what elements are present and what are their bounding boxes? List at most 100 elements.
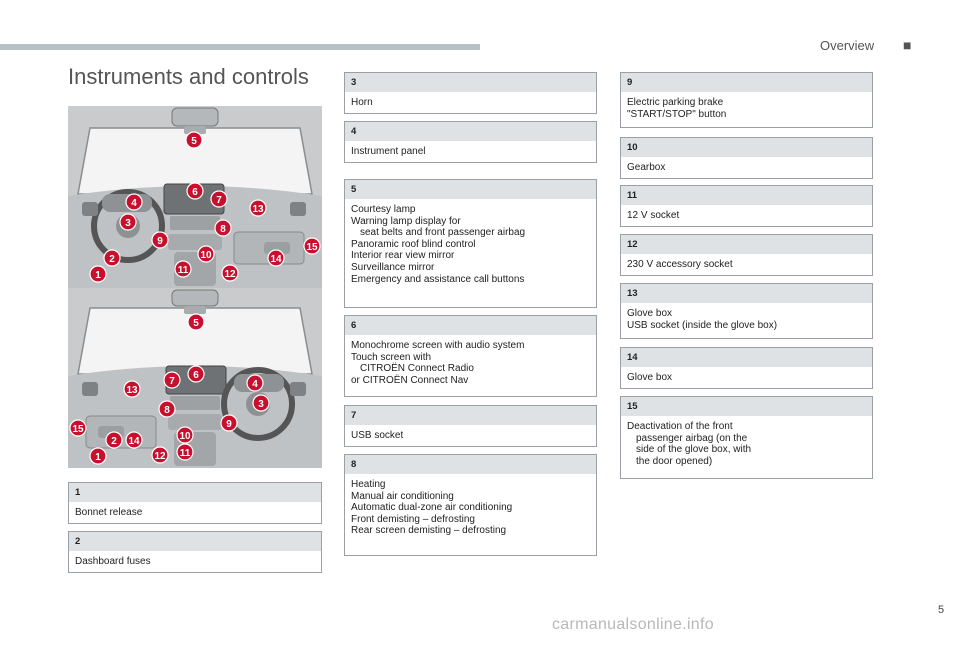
callout-badge: 1 — [89, 447, 107, 465]
callout-text: Warning lamp display for — [351, 215, 461, 227]
svg-text:14: 14 — [128, 436, 140, 447]
callout-box-4: 4 Instrument panel — [344, 121, 597, 163]
callout-text: Manual air conditioning — [351, 490, 454, 502]
callout-box-6: 6 Monochrome screen with audio system To… — [344, 315, 597, 397]
callout-badge: 12 — [221, 264, 239, 282]
callout-text: side of the glove box, with — [636, 444, 752, 456]
dashboard-illustration-lhd: 5 6 7 13 4 3 8 9 10 15 2 14 1 11 12 — [68, 106, 322, 288]
svg-text:4: 4 — [131, 198, 137, 209]
callout-number: 15 — [621, 397, 872, 416]
svg-text:9: 9 — [226, 419, 232, 430]
callout-number: 10 — [621, 138, 872, 157]
callout-text: Electric parking brake — [627, 97, 724, 108]
callout-badge: 15 — [69, 419, 87, 437]
callout-badge: 7 — [210, 190, 228, 208]
callout-box-9: 9 Electric parking brake "START/STOP" bu… — [620, 72, 873, 128]
callout-text: 12 V socket — [627, 210, 680, 221]
callout-text: Surveillance mirror — [351, 261, 435, 273]
callout-badge: 3 — [252, 394, 270, 412]
callout-text: USB socket (inside the glove box) — [627, 319, 778, 331]
callout-box-5: 5 Courtesy lamp Warning lamp display for… — [344, 179, 597, 308]
callout-text: Rear screen demisting – defrosting — [351, 525, 507, 537]
callout-badge: 2 — [103, 249, 121, 267]
svg-text:5: 5 — [191, 136, 197, 147]
callout-badge: 9 — [151, 231, 169, 249]
svg-text:12: 12 — [154, 451, 166, 462]
callout-text: Monochrome screen with audio system — [351, 340, 525, 351]
callout-text: or CITROËN Connect Nav — [351, 374, 469, 386]
callout-number: 14 — [621, 348, 872, 367]
callout-badge: 12 — [151, 446, 169, 464]
callout-box-12: 12 230 V accessory socket — [620, 234, 873, 276]
callout-text: Panoramic roof blind control — [351, 238, 476, 250]
callout-text: Bonnet release — [75, 507, 143, 518]
callout-number: 3 — [345, 73, 596, 92]
callout-badge: 13 — [123, 380, 141, 398]
callout-badge: 5 — [185, 131, 203, 149]
svg-text:14: 14 — [270, 254, 282, 265]
svg-text:7: 7 — [216, 195, 222, 206]
page-title: Instruments and controls — [68, 64, 309, 89]
callout-badge: 8 — [214, 219, 232, 237]
callout-text: passenger airbag (on the — [636, 432, 748, 444]
callout-badge: 15 — [303, 237, 321, 255]
callout-text: Automatic dual-zone air conditioning — [351, 502, 513, 514]
svg-text:3: 3 — [258, 399, 264, 410]
callout-text: Heating — [351, 479, 386, 490]
dashboard-illustration-rhd: 5 6 7 13 4 3 8 9 15 2 14 10 1 12 11 — [68, 288, 322, 468]
svg-text:6: 6 — [192, 187, 198, 198]
callout-text: Front demisting – defrosting — [351, 513, 475, 525]
svg-text:11: 11 — [178, 265, 189, 276]
callout-box-7: 7 USB socket — [344, 405, 597, 447]
callout-number: 7 — [345, 406, 596, 425]
svg-text:13: 13 — [126, 385, 138, 396]
svg-text:11: 11 — [180, 448, 191, 459]
callout-text: Dashboard fuses — [75, 556, 151, 567]
callout-text: CITROËN Connect Radio — [360, 363, 474, 375]
page-number: 5 — [938, 604, 945, 616]
callout-text: Glove box — [627, 308, 673, 319]
callout-text: "START/STOP" button — [627, 108, 727, 120]
callout-text: seat belts and front passenger airbag — [360, 227, 526, 239]
callout-badge: 4 — [246, 374, 264, 392]
callout-text: Glove box — [627, 372, 673, 383]
callout-box-1: 1 Bonnet release — [68, 482, 322, 524]
callout-text: Horn — [351, 97, 373, 108]
callout-badge: 4 — [125, 193, 143, 211]
callout-number: 8 — [345, 455, 596, 474]
section-title: Overview — [820, 38, 875, 53]
callout-badge: 10 — [197, 245, 215, 263]
callout-text: Courtesy lamp — [351, 204, 416, 215]
svg-text:1: 1 — [95, 452, 101, 463]
svg-text:1: 1 — [95, 270, 101, 281]
callout-number: 1 — [69, 483, 321, 502]
callout-badge: 11 — [176, 443, 194, 461]
callout-box-11: 11 12 V socket — [620, 185, 873, 227]
callout-text: Interior rear view mirror — [351, 250, 455, 262]
svg-text:8: 8 — [220, 224, 226, 235]
svg-text:5: 5 — [193, 318, 199, 329]
svg-text:6: 6 — [193, 370, 199, 381]
callout-badge: 6 — [186, 182, 204, 200]
svg-text:15: 15 — [306, 242, 318, 253]
callout-badge: 1 — [89, 265, 107, 283]
header-rule — [0, 44, 480, 50]
callout-badge: 14 — [267, 249, 285, 267]
callout-badge: 10 — [176, 426, 194, 444]
callout-text: USB socket — [351, 430, 404, 441]
callout-number: 12 — [621, 235, 872, 254]
callout-box-3: 3 Horn — [344, 72, 597, 114]
callout-box-10: 10 Gearbox — [620, 137, 873, 179]
svg-text:2: 2 — [109, 254, 115, 265]
callout-badge: 13 — [249, 199, 267, 217]
callout-badge: 3 — [119, 213, 137, 231]
callout-number: 6 — [345, 316, 596, 335]
callout-number: 4 — [345, 122, 596, 141]
svg-text:8: 8 — [164, 405, 170, 416]
callout-box-8: 8 Heating Manual air conditioning Automa… — [344, 454, 597, 556]
svg-text:10: 10 — [200, 250, 212, 261]
callout-text: Emergency and assistance call buttons — [351, 273, 525, 285]
callout-number: 2 — [69, 532, 321, 551]
callout-badge: 6 — [187, 365, 205, 383]
callout-number: 11 — [621, 186, 872, 205]
